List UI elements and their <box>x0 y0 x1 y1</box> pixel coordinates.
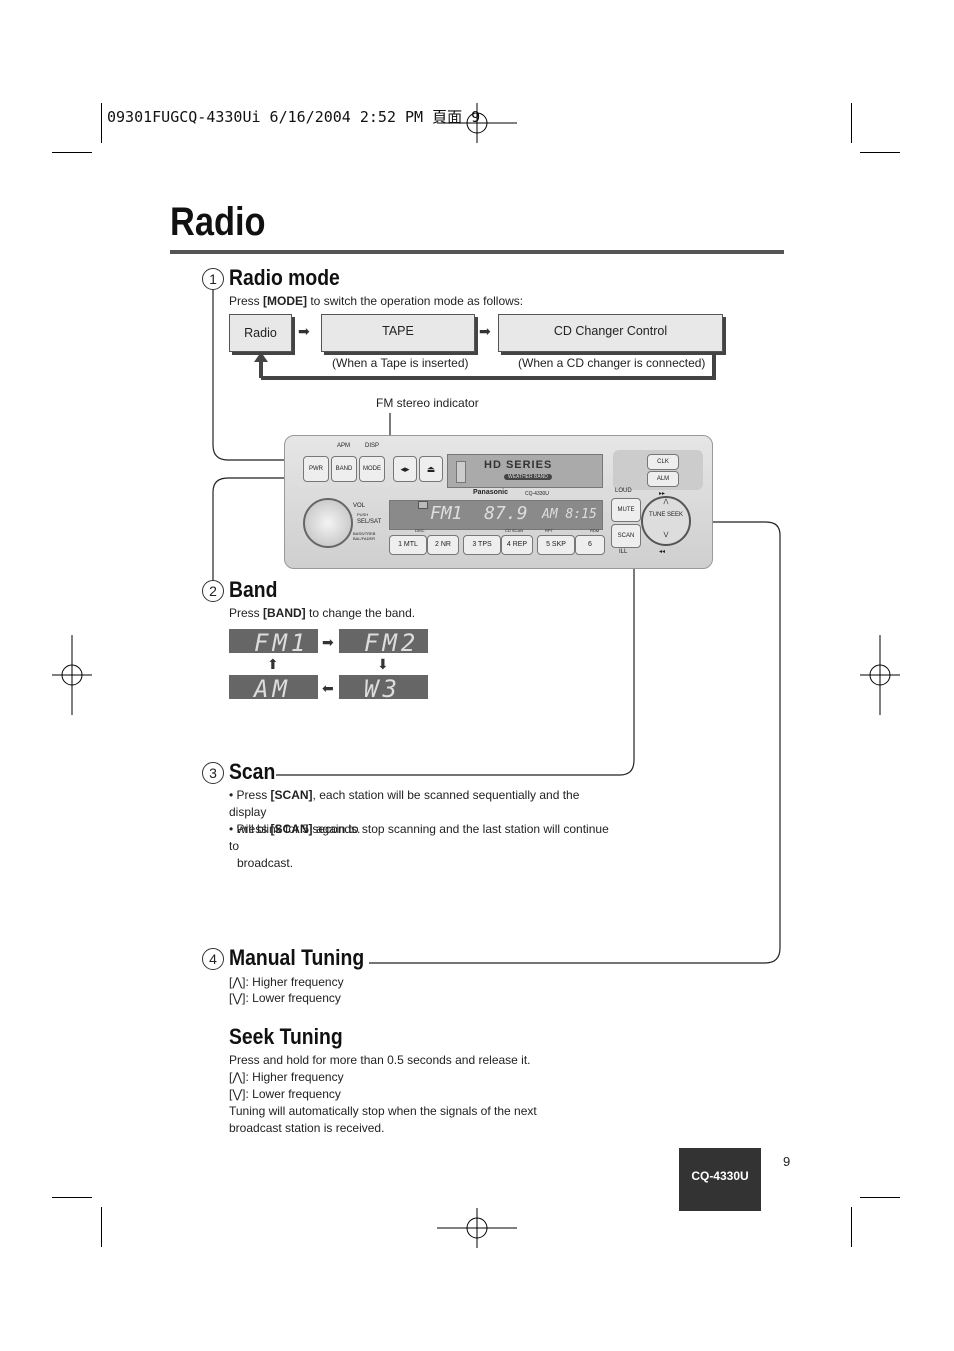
brand-logo: Panasonic <box>473 489 509 496</box>
crop-mark <box>52 152 92 153</box>
seek-line: Press and hold for more than 0.5 seconds… <box>229 1053 531 1067</box>
flow-box-radio: Radio <box>229 314 292 352</box>
hd-series-logo: HD SERIES <box>484 459 553 471</box>
manual-tuning-higher: [⋀]: Higher frequency <box>229 975 344 989</box>
band-display-fm2: FM2 <box>339 629 428 657</box>
footer-model-badge: CQ-4330U <box>679 1148 761 1211</box>
seek-line: [⋁]: Lower frequency <box>229 1087 341 1101</box>
mute-button[interactable]: MUTE <box>611 498 641 522</box>
band-display-w3: W3 <box>339 675 428 703</box>
tape-direction-icon[interactable]: ◂▸ <box>393 456 417 482</box>
clk-button[interactable]: CLK <box>647 454 679 470</box>
push-label: PUSH <box>357 512 369 517</box>
preset-1-button[interactable]: 1 MTL <box>389 535 427 555</box>
band-display-fm1: FM1 <box>229 629 318 657</box>
section-heading-seek-tuning: Seek Tuning <box>229 1024 343 1049</box>
crop-mark <box>101 103 102 143</box>
flow-box-tape: TAPE <box>321 314 475 352</box>
crop-mark <box>101 1207 102 1247</box>
weather-band-badge: WEATHER BAND <box>504 474 552 480</box>
preset-label: CD SCAN <box>505 528 524 533</box>
sel-sat-label: SEL/SAT <box>357 519 382 525</box>
mode-button[interactable]: MODE <box>359 456 385 482</box>
flow-box-cd-changer: CD Changer Control <box>498 314 723 352</box>
preset-6-button[interactable]: 6 <box>575 535 605 555</box>
band-button[interactable]: BAND <box>331 456 357 482</box>
preset-4-button[interactable]: 4 REP <box>501 535 533 555</box>
preset-5-button[interactable]: 5 SKP <box>537 535 575 555</box>
ill-label: ILL <box>619 549 628 555</box>
volume-knob[interactable] <box>303 498 353 548</box>
radio-mode-intro: Press [MODE] to switch the operation mod… <box>229 294 524 308</box>
preset-label: DISC <box>415 528 425 533</box>
preset-label: RDM <box>590 528 600 533</box>
print-header: 09301FUGCQ-4330Ui 6/16/2004 2:52 PM 頁面 9 <box>107 108 481 126</box>
section-number: 1 <box>202 268 224 290</box>
disp-label: DISP <box>365 443 380 449</box>
fast-forward-icon: ▸▸ <box>659 491 666 497</box>
cassette-window: HD SERIES WEATHER BAND <box>447 454 603 488</box>
tune-seek-dial[interactable]: ⋀ TUNE SEEK ⋁ <box>641 496 691 546</box>
preset-label: RPT <box>545 528 553 533</box>
section-heading-band: Band <box>229 577 278 602</box>
rewind-icon: ◂◂ <box>659 549 666 555</box>
arrow-down-icon: ⬇ <box>377 656 389 672</box>
fm-stereo-indicator-label: FM stereo indicator <box>376 396 479 410</box>
section-number: 3 <box>202 762 224 784</box>
arrow-up-icon: ⬆ <box>267 656 279 672</box>
tape-note: (When a Tape is inserted) <box>332 356 469 370</box>
scan-bullet-2: • Press [SCAN] again to stop scanning an… <box>229 822 609 870</box>
crop-mark <box>860 152 900 153</box>
lcd-clock: AM 8:15 <box>542 507 597 522</box>
seek-line: broadcast station is received. <box>229 1121 385 1135</box>
cd-note: (When a CD changer is connected) <box>518 356 706 370</box>
section-heading-radio-mode: Radio mode <box>229 265 340 290</box>
manual-tuning-lower: [⋁]: Lower frequency <box>229 991 341 1005</box>
arrow-left-icon: ⬅ <box>322 680 334 696</box>
crop-mark <box>851 1207 852 1247</box>
registration-mark <box>437 103 517 143</box>
section-number: 2 <box>202 580 224 602</box>
band-intro: Press [BAND] to change the band. <box>229 606 416 620</box>
section-number: 4 <box>202 948 224 970</box>
seek-line: Tuning will automatically stop when the … <box>229 1104 537 1118</box>
arrow-right-icon: ➡ <box>479 323 491 339</box>
lcd-frequency: FM1 87.9 <box>430 503 528 524</box>
radio-faceplate: APM DISP PWR BAND MODE ◂▸ ⏏ HD SERIES WE… <box>284 435 713 569</box>
vol-label: VOL <box>353 503 366 509</box>
arrow-right-icon: ➡ <box>298 323 310 339</box>
fm-stereo-led <box>418 501 428 509</box>
scan-button[interactable]: SCAN <box>611 524 641 548</box>
crop-mark <box>52 1197 92 1198</box>
eject-icon[interactable]: ⏏ <box>419 456 443 482</box>
preset-3-button[interactable]: 3 TPS <box>463 535 501 555</box>
page-number: 9 <box>783 1154 791 1169</box>
arrow-right-icon: ➡ <box>322 634 334 650</box>
scan-bullet-1: • Press [SCAN], each station will be sca… <box>229 788 580 836</box>
apm-label: APM <box>337 443 351 449</box>
bass-treb-label: BASS/TREB BAL/FADER <box>353 531 376 541</box>
seek-line: [⋀]: Higher frequency <box>229 1070 344 1084</box>
tune-seek-label: TUNE SEEK <box>649 512 684 518</box>
loud-label: LOUD <box>615 488 632 494</box>
page-title: Radio <box>170 200 266 244</box>
registration-mark <box>437 1208 517 1248</box>
registration-mark <box>52 635 92 715</box>
alm-button[interactable]: ALM <box>647 471 679 487</box>
band-display-am: AM <box>229 675 318 703</box>
section-heading-scan: Scan <box>229 759 276 784</box>
model-small: CQ-4330U <box>525 491 549 497</box>
title-rule <box>170 250 784 254</box>
pwr-button[interactable]: PWR <box>303 456 329 482</box>
crop-mark <box>851 103 852 143</box>
section-heading-manual-tuning: Manual Tuning <box>229 945 365 970</box>
preset-2-button[interactable]: 2 NR <box>427 535 459 555</box>
crop-mark <box>860 1197 900 1198</box>
registration-mark <box>860 635 900 715</box>
